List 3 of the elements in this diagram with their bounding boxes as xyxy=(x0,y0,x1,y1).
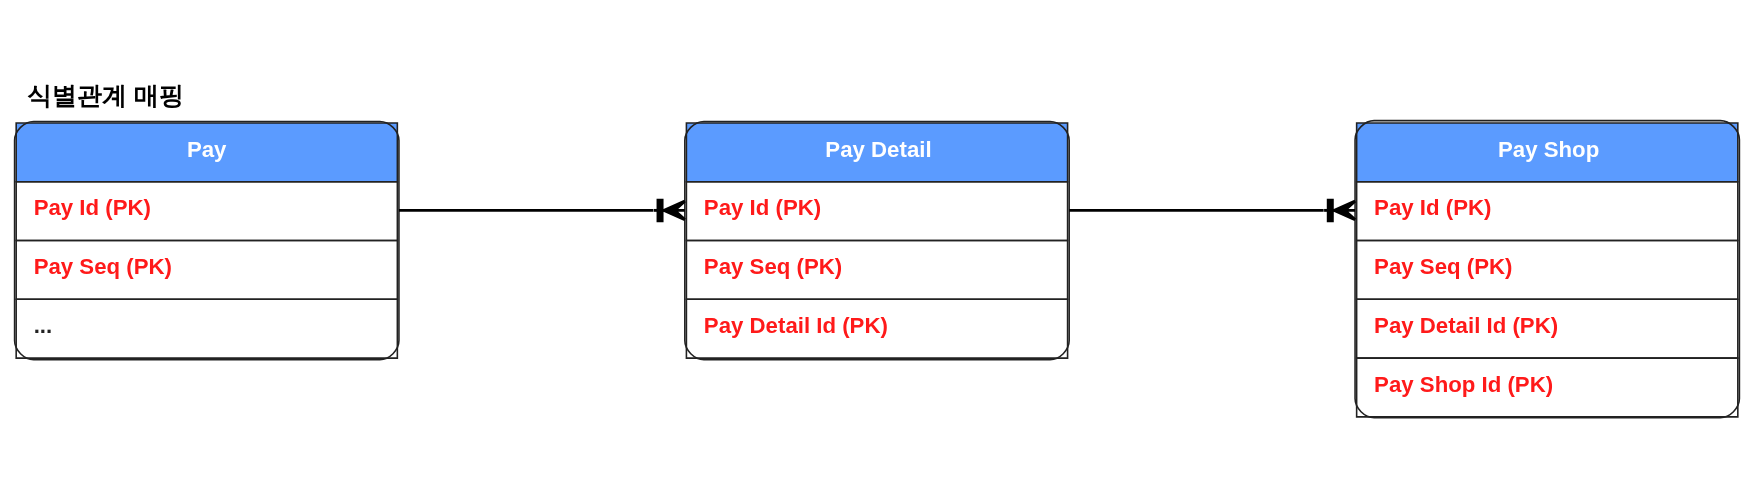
connector xyxy=(1069,198,1357,222)
connector xyxy=(398,198,687,222)
diagram-title: 식별관계 매핑 xyxy=(27,80,185,109)
